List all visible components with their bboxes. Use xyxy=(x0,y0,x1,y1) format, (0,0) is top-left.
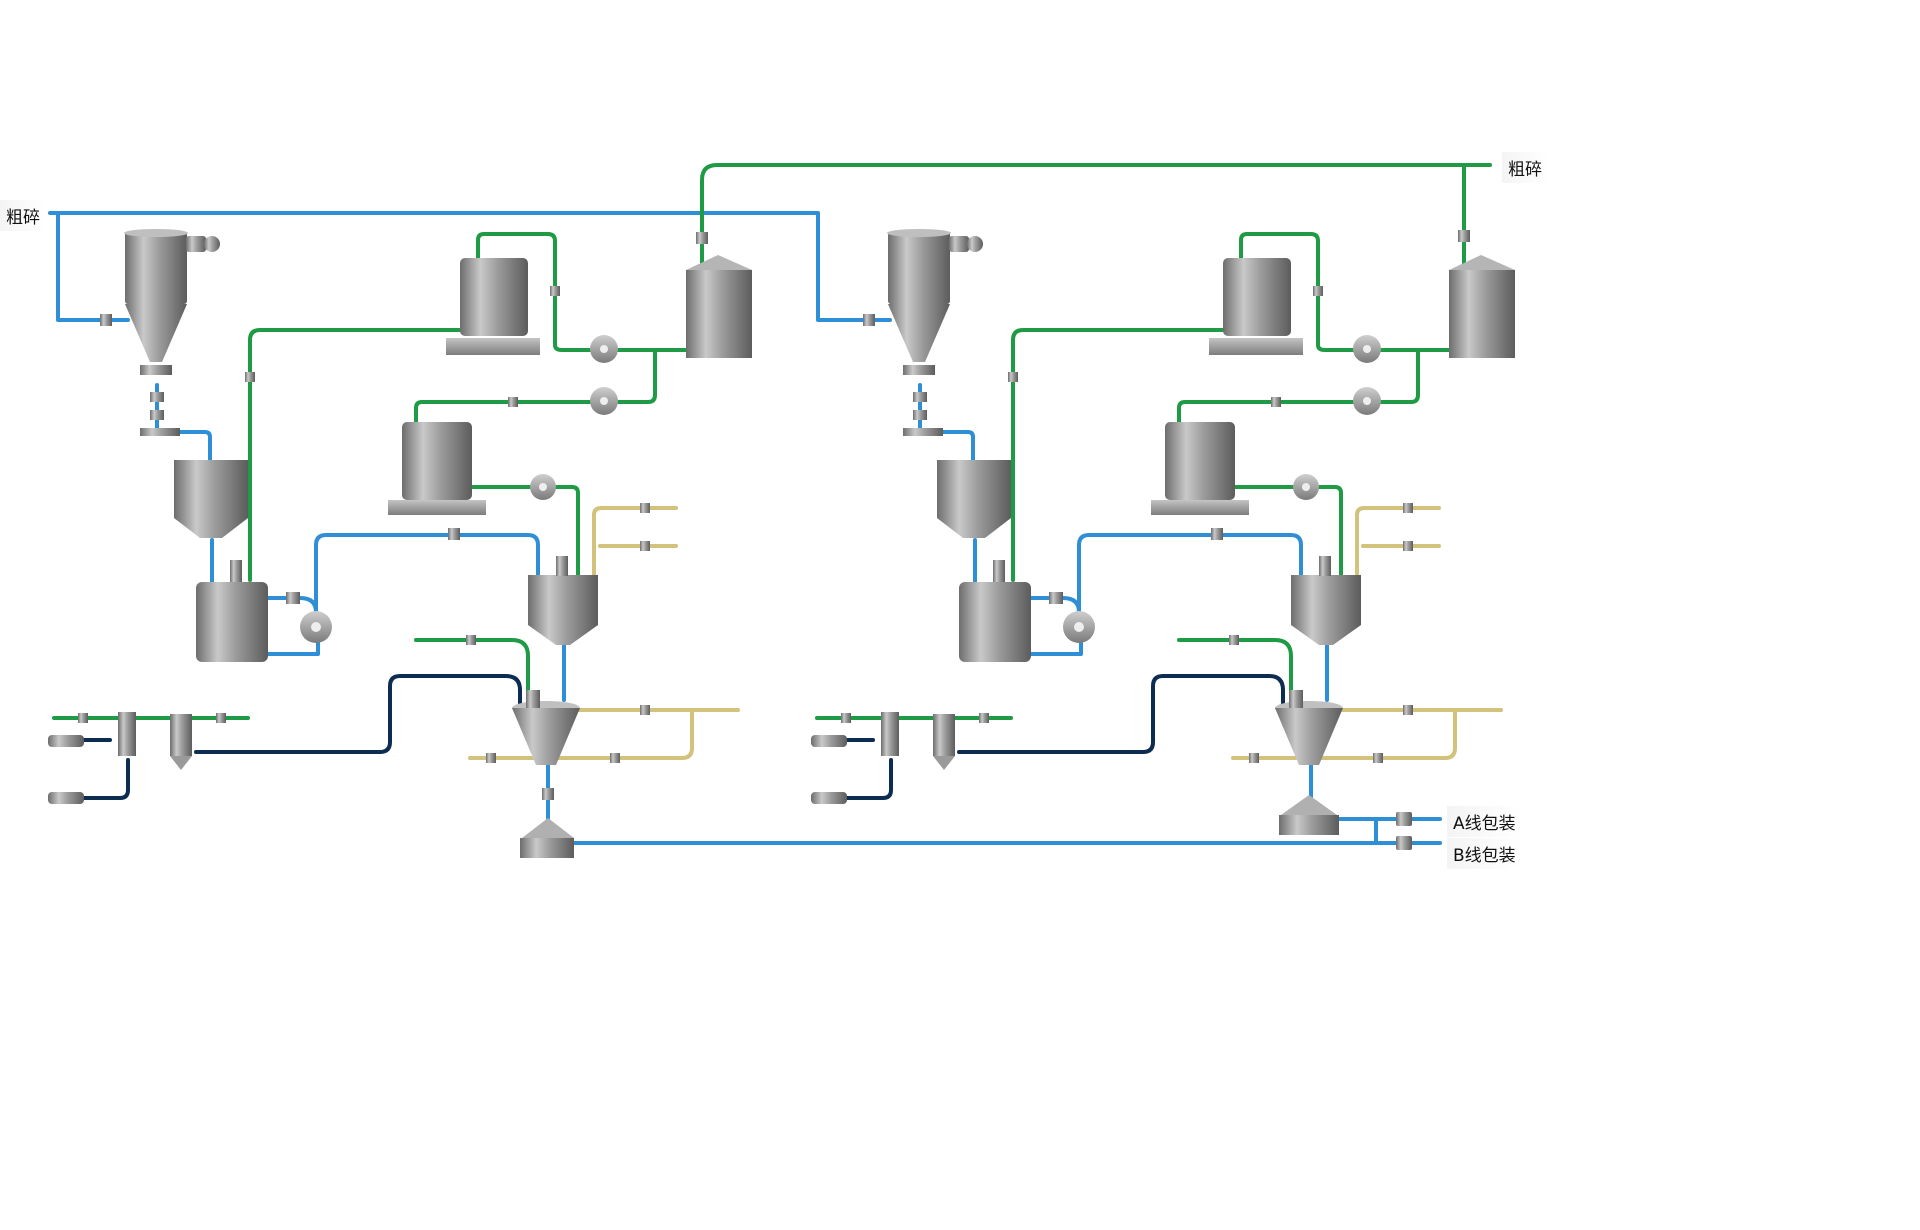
right-green-mid xyxy=(1177,400,1355,427)
left-green-feed-lower xyxy=(414,638,530,702)
conical-reactor xyxy=(512,690,580,765)
pump xyxy=(1063,611,1095,643)
vacuum-receiver-mid xyxy=(1151,422,1249,515)
left-gold-pipes xyxy=(592,506,678,577)
green-top-pipe xyxy=(700,163,1492,267)
process-diagram xyxy=(48,163,1515,858)
conical-reactor xyxy=(1275,690,1343,765)
inline-valves xyxy=(78,230,1470,800)
centrifugal-pump-2 xyxy=(1353,387,1381,415)
pump xyxy=(300,611,332,643)
unit-right xyxy=(811,229,1515,835)
centrifugal-pump-3 xyxy=(530,474,556,500)
left-green-vert xyxy=(616,350,657,404)
left-blue-tank-return xyxy=(258,638,320,656)
left-darkblue-pipe xyxy=(194,674,522,754)
vacuum-receiver-top xyxy=(446,258,540,355)
centrifugal-pump-1 xyxy=(590,335,618,363)
tall-tank xyxy=(1449,255,1515,358)
hopper-vessel xyxy=(937,460,1011,538)
left-small-darkblue xyxy=(78,758,130,800)
right-small-darkblue xyxy=(841,758,893,800)
right-darkblue-pipe xyxy=(957,674,1285,754)
cyclone-hopper xyxy=(124,229,220,375)
right-green-loop xyxy=(1239,232,1355,352)
storage-tank xyxy=(196,560,300,662)
left-blue-arc xyxy=(314,533,540,612)
packaging-valves xyxy=(1396,812,1412,850)
right-blue-tank-return xyxy=(1021,638,1083,656)
storage-tank xyxy=(959,560,1063,662)
mixing-vessel xyxy=(1291,556,1361,645)
right-green-return xyxy=(1011,328,1225,582)
valve-chain xyxy=(903,392,943,436)
right-green-lower2 xyxy=(1317,485,1343,577)
right-blue-hopper xyxy=(911,430,975,464)
packaging-line-b-label: B线包装 xyxy=(1447,838,1522,869)
crush-label-left: 粗碎 xyxy=(0,200,46,231)
centrifugal-pump-1 xyxy=(1353,335,1381,363)
left-green-lower2 xyxy=(554,485,580,577)
crush-label-right: 粗碎 xyxy=(1502,152,1548,183)
bottom-discharge-cone xyxy=(520,818,574,858)
tall-tank xyxy=(686,255,752,358)
blue-feed-pipe-left-down xyxy=(56,211,130,322)
hopper-vessel xyxy=(174,460,248,538)
cyclone-hopper xyxy=(887,229,983,375)
filter-units xyxy=(48,712,192,804)
right-green-vert xyxy=(1379,350,1420,404)
filter-units xyxy=(811,712,955,804)
centrifugal-pump-3 xyxy=(1293,474,1319,500)
centrifugal-pump-2 xyxy=(590,387,618,415)
valve-chain xyxy=(140,392,180,436)
left-green-return xyxy=(248,328,462,582)
left-green-mid xyxy=(414,400,592,427)
left-blue-hopper xyxy=(148,430,212,464)
unit-left xyxy=(48,229,752,858)
mixing-vessel xyxy=(528,556,598,645)
vacuum-receiver-mid xyxy=(388,422,486,515)
bottom-discharge-cone xyxy=(1279,795,1339,835)
blue-line-a xyxy=(1338,817,1442,845)
right-gold-lower xyxy=(1231,708,1503,760)
right-gold-pipes xyxy=(1355,506,1441,577)
right-green-feed-lower xyxy=(1177,638,1293,702)
vacuum-receiver-top xyxy=(1209,258,1303,355)
blue-feed-pipe-left xyxy=(48,211,892,322)
left-gold-lower xyxy=(468,708,740,760)
left-green-loop xyxy=(476,232,592,352)
right-blue-arc xyxy=(1077,533,1303,612)
packaging-line-a-label: A线包装 xyxy=(1447,806,1522,837)
